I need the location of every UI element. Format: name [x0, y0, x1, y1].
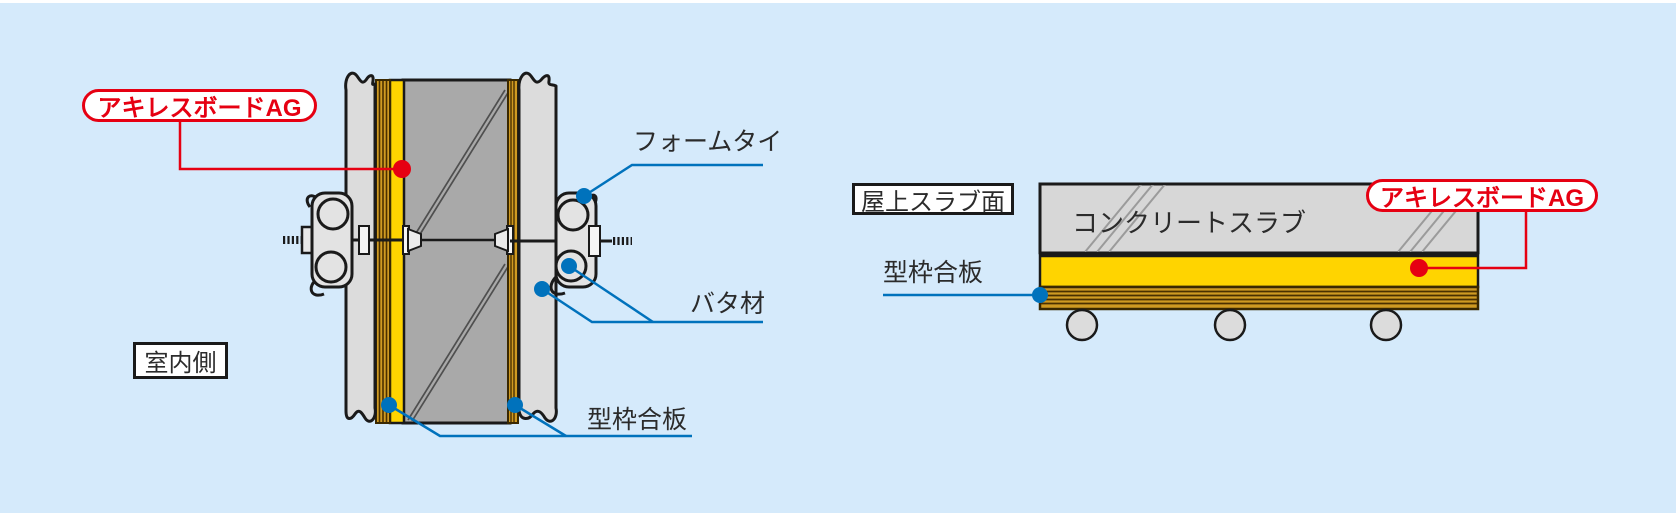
wall-board-right [517, 71, 558, 423]
roof-slab-surface-box: 屋上スラブ面 [852, 183, 1014, 216]
pipe-waler-circle [316, 197, 350, 231]
blue-dot-waler-board [534, 281, 550, 297]
concrete-slab-label: コンクリートスラブ [1072, 208, 1307, 238]
wall-section [283, 71, 632, 425]
leader-form-tie [583, 163, 763, 198]
pipe-waler-circle [556, 198, 590, 232]
pipe-waler-circle [1213, 308, 1247, 342]
pipe-waler-circle [314, 250, 348, 284]
leader-achilles-slab [1419, 211, 1528, 270]
leader-plywood-right [514, 403, 567, 438]
form-tie-clamp-left [305, 191, 370, 297]
blue-dot-plywood-slab [1032, 287, 1048, 303]
product-callout-slab-text: アキレスボードAG [1380, 185, 1584, 212]
bottom-border-strip [0, 513, 1676, 516]
blue-dot-waler-pipe [561, 258, 577, 274]
roof-slab-surface-text: 屋上スラブ面 [861, 188, 1005, 216]
wall-concrete-hatch [407, 89, 509, 421]
leader-waler-board [541, 287, 763, 324]
slab-pipe-walers [1065, 308, 1403, 342]
form-tie-clamp-right [549, 191, 601, 296]
pipe-waler-circle [1369, 308, 1403, 342]
blue-dot-form-tie [576, 188, 592, 204]
pointer-dots [381, 160, 1428, 413]
achilles-board-layer-wall [388, 78, 406, 425]
red-dot-slab-board [1410, 259, 1428, 277]
leader-achilles-wall [178, 122, 402, 171]
red-dot-wall-board [393, 160, 411, 178]
pipe-waler-circle [1065, 308, 1099, 342]
plywood-label-slab: 型枠合板 [883, 259, 984, 287]
leader-plywood-left [388, 403, 692, 438]
roof-slab-section [1038, 182, 1480, 342]
leader-lines [178, 122, 1528, 438]
p-cone-left [407, 227, 422, 253]
waler-label: バタ材 [690, 290, 766, 318]
p-cone-right [494, 227, 509, 253]
interior-side-text: 室内側 [144, 350, 217, 377]
plywood-label-wall: 型枠合板 [587, 406, 688, 434]
slab-formwork-plywood [1038, 285, 1480, 311]
blue-dot-plywood-left [381, 397, 397, 413]
product-callout-wall-text: アキレスボードAG [97, 95, 302, 122]
achilles-board-layer-slab [1038, 254, 1480, 289]
wall-concrete [401, 78, 512, 425]
tie-wedge-left [358, 225, 370, 255]
tie-wedge-right [588, 225, 601, 257]
wall-formwork-plywood-left [375, 79, 391, 424]
top-border-strip [0, 0, 1676, 3]
blue-dot-plywood-right [507, 397, 523, 413]
interior-side-box: 室内側 [133, 342, 228, 379]
product-callout-slab: アキレスボードAG [1366, 179, 1598, 212]
product-callout-wall: アキレスボードAG [82, 89, 317, 122]
leader-waler-pipe [568, 264, 654, 324]
form-tie-label: フォームタイ [633, 128, 783, 156]
